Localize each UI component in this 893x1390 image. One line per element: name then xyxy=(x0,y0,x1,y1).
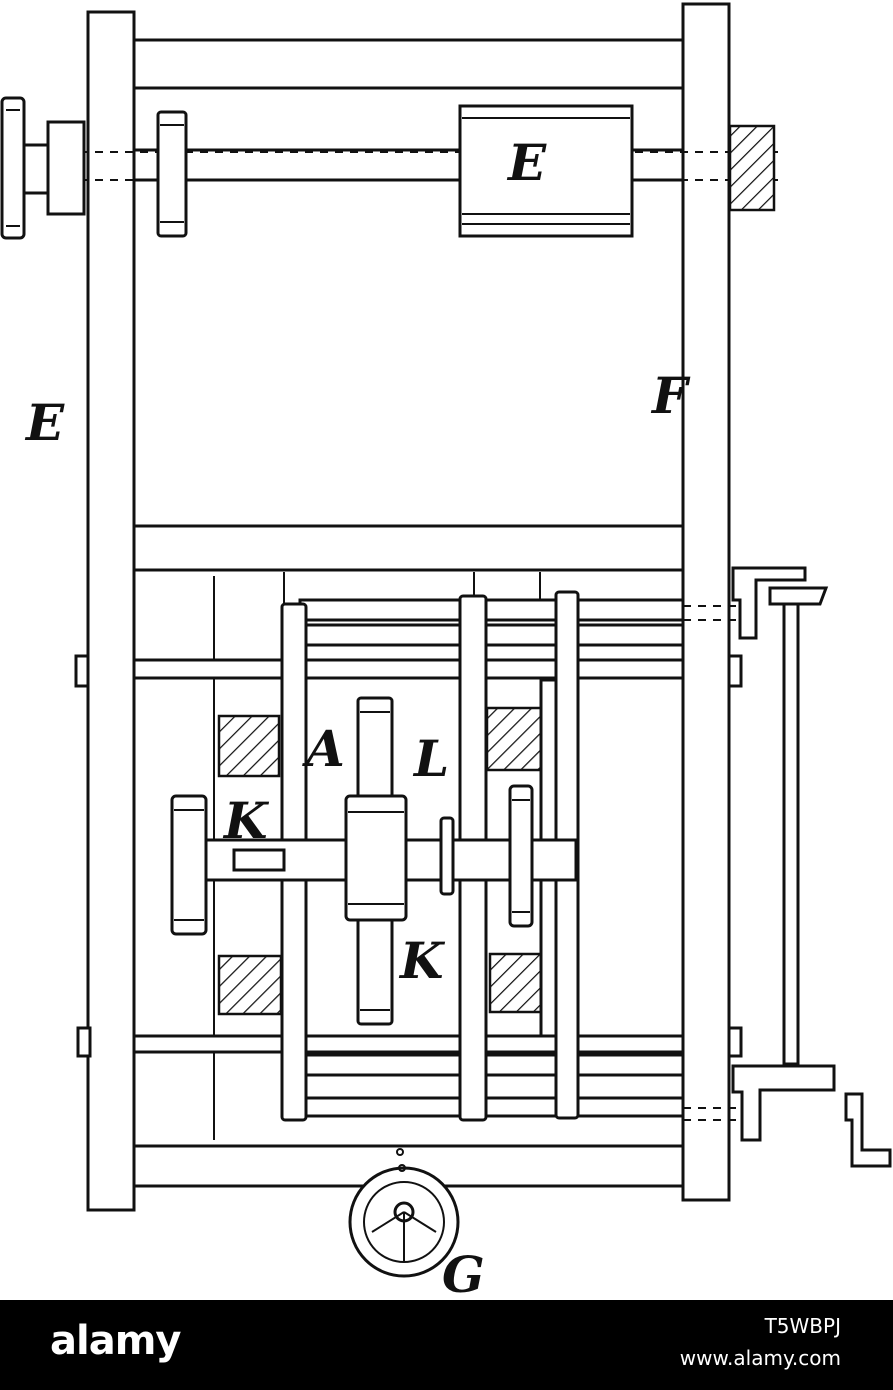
top-rail xyxy=(132,38,685,90)
lower-cross-shaft xyxy=(132,1034,685,1054)
image-id: T5WBPJ xyxy=(764,1314,841,1338)
label-e-top: E xyxy=(506,133,547,192)
watermark-footer: alamy T5WBPJ www.alamy.com xyxy=(0,1300,893,1390)
label-f: F xyxy=(650,366,691,425)
gear-right xyxy=(508,784,534,928)
brand-logo: alamy xyxy=(50,1318,181,1364)
label-e-left: E xyxy=(24,393,65,452)
upper-bracket xyxy=(731,566,807,640)
pulley-k xyxy=(170,794,208,936)
upper-cross-shaft xyxy=(132,658,685,680)
label-g: G xyxy=(442,1245,485,1300)
label-a: A xyxy=(302,719,345,778)
hatched-block xyxy=(217,714,281,778)
hatched-block xyxy=(488,952,546,1014)
right-frame-post xyxy=(681,2,731,1202)
hatched-block xyxy=(217,954,283,1016)
label-k-left: K xyxy=(222,791,270,850)
hatched-block xyxy=(485,706,545,772)
wheel-g xyxy=(348,1166,460,1278)
right-upright xyxy=(782,596,800,1066)
site-url: www.alamy.com xyxy=(679,1346,841,1370)
lower-bracket xyxy=(731,1064,836,1142)
label-k-bottom: K xyxy=(398,931,446,990)
machine-diagram: E E F A L K K G xyxy=(0,2,892,1300)
drum-hub xyxy=(344,794,408,922)
label-l: L xyxy=(412,729,449,788)
end-pulley xyxy=(0,96,26,240)
hatched-bearing-top xyxy=(728,124,776,212)
crank-handle xyxy=(844,1092,892,1168)
left-frame-post xyxy=(86,10,136,1212)
shaft-pulley xyxy=(156,110,188,238)
shaft-collar xyxy=(46,120,86,216)
middle-rail xyxy=(132,524,685,572)
